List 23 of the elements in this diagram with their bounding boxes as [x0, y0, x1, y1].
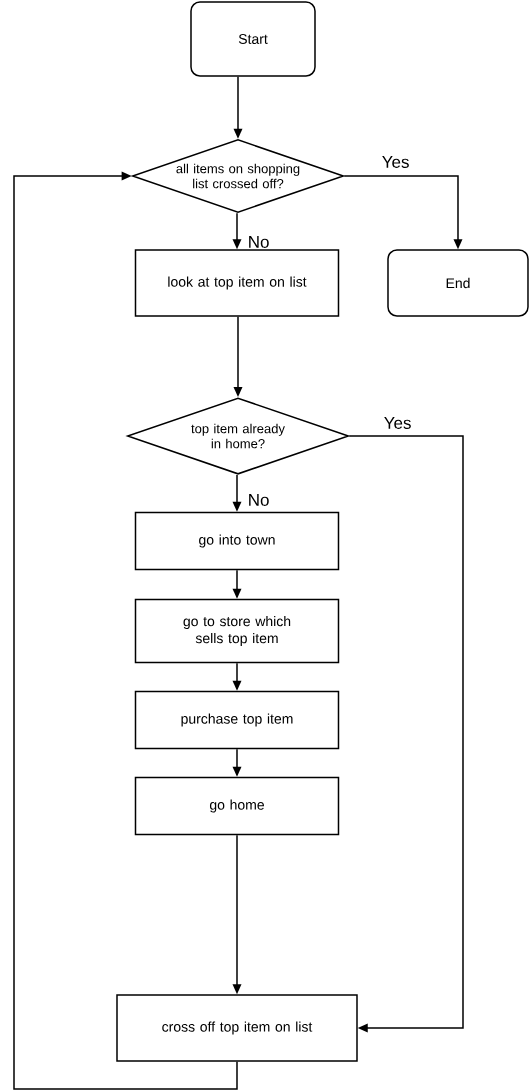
process-box: go to store which sells top item [134, 598, 340, 664]
process-box: cross off top item on list [116, 994, 358, 1062]
process-box: go into town [134, 511, 340, 571]
process-box: go home [134, 776, 340, 836]
arrow [233, 76, 243, 139]
arrow [232, 748, 242, 777]
edge-label: Yes [380, 155, 411, 169]
arrow [232, 212, 242, 250]
arrow [13, 171, 238, 1090]
process-box: look at top item on list [134, 249, 340, 317]
terminal-box: Start [190, 1, 316, 77]
edge-label: No [246, 235, 271, 249]
arrow [233, 316, 243, 398]
terminal-box: End [387, 249, 529, 317]
arrow [343, 175, 463, 250]
arrow [348, 435, 464, 1033]
arrow [232, 834, 242, 995]
arrow [232, 662, 242, 691]
arrow [232, 474, 242, 512]
arrow [232, 569, 242, 599]
edge-label: No [246, 493, 271, 507]
process-box: purchase top item [134, 690, 340, 750]
edge-label: Yes [382, 416, 413, 430]
